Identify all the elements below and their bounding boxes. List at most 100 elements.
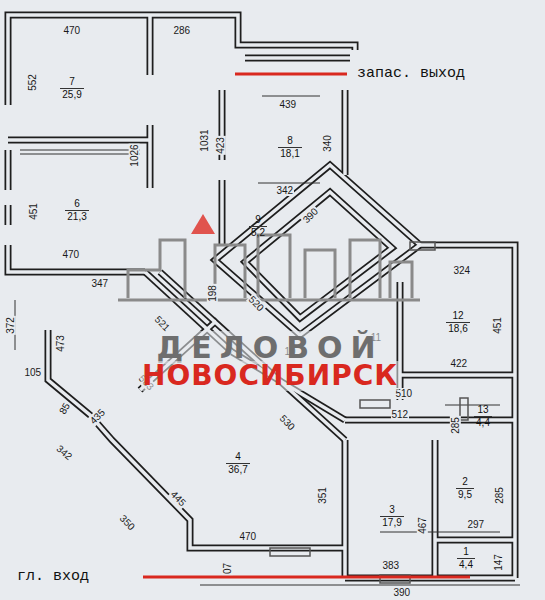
room-label: 621,3 bbox=[65, 198, 88, 222]
wall bbox=[342, 440, 349, 578]
dimension-label: 324 bbox=[453, 265, 472, 276]
dimension-label: 342 bbox=[53, 442, 74, 462]
room-number: 7 bbox=[60, 76, 83, 89]
exit-label: запас. выход bbox=[356, 66, 466, 83]
room-area: 21,3 bbox=[65, 211, 88, 223]
room-number: 3 bbox=[380, 504, 403, 517]
wall-core bbox=[433, 440, 437, 578]
room-area: 5,2 bbox=[249, 227, 267, 239]
room-area: 4,4 bbox=[474, 417, 492, 429]
dimension-label: 470 bbox=[63, 25, 82, 36]
wall-core bbox=[400, 373, 515, 377]
wall-core bbox=[148, 15, 152, 75]
wall-core bbox=[215, 165, 420, 335]
room-label: 1218,6 bbox=[446, 310, 469, 334]
dimension-label: 467 bbox=[416, 516, 427, 535]
wall bbox=[432, 440, 439, 578]
dimension-label: 435 bbox=[86, 406, 107, 427]
dimension-label: 390 bbox=[393, 587, 412, 598]
wall-core bbox=[6, 205, 10, 225]
dimension-label: 423 bbox=[214, 136, 225, 155]
dimension-label: 383 bbox=[382, 560, 401, 571]
dimension-lines bbox=[15, 96, 520, 585]
dimension-label: 473 bbox=[54, 334, 65, 353]
room-area: 18,1 bbox=[278, 148, 301, 160]
wall bbox=[147, 15, 154, 75]
room-area: 9,5 bbox=[456, 489, 474, 501]
wall bbox=[8, 15, 150, 105]
room-label: 95,2 bbox=[249, 214, 267, 238]
dimension-label: 470 bbox=[239, 531, 258, 542]
room-area: 18,6 bbox=[446, 323, 469, 335]
exit-label: гл. вход bbox=[16, 569, 90, 586]
room-number: 8 bbox=[278, 135, 301, 148]
room-label: 29,5 bbox=[456, 476, 474, 500]
room-area: 4,4 bbox=[457, 559, 475, 571]
wall-core bbox=[8, 138, 150, 142]
dimension-label: 342 bbox=[276, 185, 295, 196]
room-number: 2 bbox=[456, 476, 474, 489]
wall bbox=[245, 55, 350, 62]
wall-core bbox=[8, 15, 150, 105]
dimension-label: 451 bbox=[27, 202, 38, 221]
wall-core bbox=[6, 150, 10, 190]
wall-core bbox=[245, 56, 350, 60]
wall-core bbox=[8, 245, 145, 272]
wall-core bbox=[343, 440, 347, 578]
wall bbox=[147, 125, 154, 188]
wall bbox=[435, 537, 515, 544]
dimension-label: 147 bbox=[492, 553, 503, 572]
dimension-label: 105 bbox=[24, 367, 43, 378]
wall-fill bbox=[8, 15, 515, 578]
dimension-label: 340 bbox=[321, 134, 332, 153]
wall bbox=[215, 165, 420, 335]
room-number: 4 bbox=[226, 451, 249, 464]
dimension-label: 297 bbox=[467, 519, 486, 530]
room-label: 14,4 bbox=[457, 546, 475, 570]
room-label: 818,1 bbox=[278, 135, 301, 159]
wall-core bbox=[148, 125, 152, 188]
wall-core bbox=[343, 90, 347, 175]
room-number: 9 bbox=[249, 214, 267, 227]
wall-outline bbox=[8, 15, 515, 578]
dimension-label: 198 bbox=[206, 284, 217, 303]
wall bbox=[5, 205, 12, 225]
wall-core bbox=[420, 245, 515, 578]
wall-core bbox=[150, 15, 355, 50]
room-number: 1 bbox=[457, 546, 475, 559]
dimension-label: 347 bbox=[91, 278, 110, 289]
dimension-label: 530 bbox=[276, 412, 297, 433]
dimension-label: 286 bbox=[173, 25, 192, 36]
dimension-label: 422 bbox=[450, 358, 469, 369]
room-label: 317,9 bbox=[380, 504, 403, 528]
wall-core bbox=[220, 180, 224, 245]
watermark-text: НОВОСИБИРСК bbox=[141, 361, 399, 392]
wall bbox=[150, 15, 355, 50]
room-number: 12 bbox=[446, 310, 469, 323]
room-area: 17,9 bbox=[380, 517, 403, 529]
dimension-label: 350 bbox=[116, 512, 137, 533]
watermark-triangle bbox=[191, 214, 215, 234]
wall bbox=[420, 245, 515, 578]
dimension-label: 372 bbox=[4, 316, 15, 335]
wall-core bbox=[435, 538, 515, 542]
dimension-label: 451 bbox=[491, 316, 502, 335]
room-area: 25,9 bbox=[60, 89, 83, 101]
dimension-label: 445 bbox=[167, 488, 188, 509]
room-label: 134,4 bbox=[474, 404, 492, 428]
room-area: 36,7 bbox=[226, 464, 249, 476]
dimension-label: 285 bbox=[493, 486, 504, 505]
exit-marker-line bbox=[143, 74, 470, 577]
wall bbox=[219, 180, 226, 245]
door-openings bbox=[270, 242, 468, 583]
dimension-label: 512 bbox=[391, 409, 410, 420]
dimension-label: 1026 bbox=[129, 143, 140, 167]
dimension-label: 470 bbox=[62, 249, 81, 260]
room-number: 6 bbox=[65, 198, 88, 211]
wall bbox=[5, 150, 12, 190]
watermark-logo bbox=[118, 235, 420, 300]
room-number: 13 bbox=[474, 404, 492, 417]
wall bbox=[342, 90, 349, 175]
watermark-text: ДЕЛОВОЙ bbox=[156, 331, 385, 364]
